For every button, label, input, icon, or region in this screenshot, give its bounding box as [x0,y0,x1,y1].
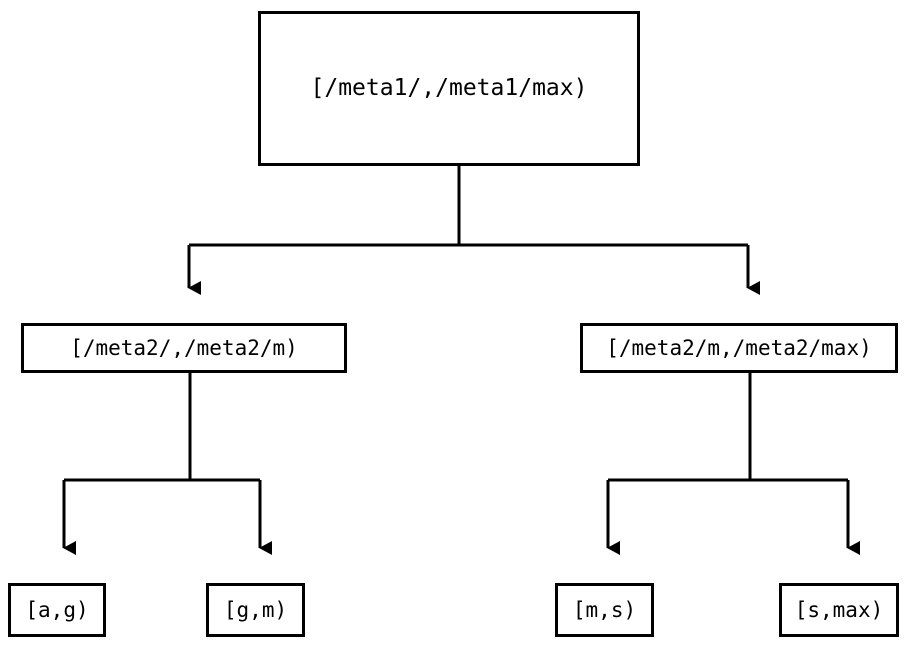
edge-left-mid-to-leaves [62,373,272,555]
node-leaf-g-m-label: [g,m) [223,597,288,622]
node-leaf-m-s: [m,s) [555,583,654,637]
node-leaf-g-m: [g,m) [206,583,305,637]
edge-root-to-level2 [187,166,760,295]
node-leaf-s-max-label: [s,max) [794,597,884,622]
node-right-mid-label: [/meta2/m,/meta2/max) [606,335,872,360]
edge-right-mid-to-leaves [606,373,860,555]
node-leaf-s-max: [s,max) [779,583,899,637]
node-leaf-m-s-label: [m,s) [572,597,637,622]
node-leaf-a-g-label: [a,g) [25,597,89,622]
node-right-mid-interval: [/meta2/m,/meta2/max) [580,323,898,373]
node-root-label: [/meta1/,/meta1/max) [310,75,588,101]
node-left-mid-interval: [/meta2/,/meta2/m) [21,323,347,373]
node-leaf-a-g: [a,g) [8,583,106,637]
node-root-interval: [/meta1/,/meta1/max) [258,11,640,166]
node-left-mid-label: [/meta2/,/meta2/m) [70,335,298,360]
